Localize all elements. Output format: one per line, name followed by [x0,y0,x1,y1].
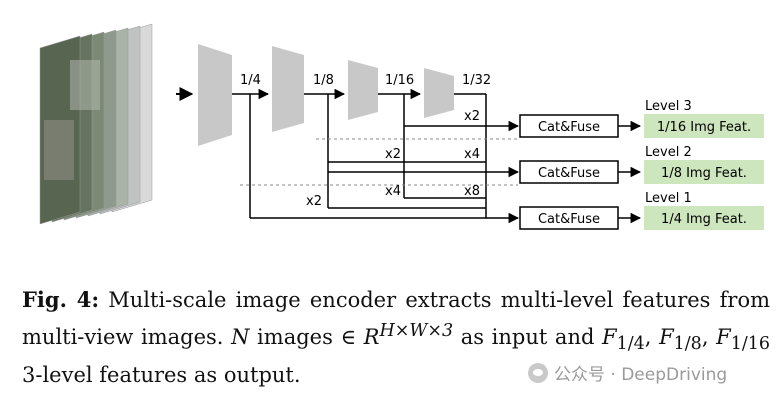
svg-text:Cat&Fuse: Cat&Fuse [538,120,600,135]
svg-text:1/8 Img Feat.: 1/8 Img Feat. [661,166,747,181]
feature-box-level2: 1/8 Img Feat. [644,160,764,184]
figure-caption: Fig. 4: Multi-scale image encoder extrac… [22,287,771,388]
scale-label-1-32: 1/32 [462,73,491,88]
feature-box-level3: 1/16 Img Feat. [644,114,764,138]
scale-label-1-4: 1/4 [240,73,261,88]
encoder-block-4 [424,68,454,118]
svg-text:Cat&Fuse: Cat&Fuse [538,212,600,227]
scale-label-1-16: 1/16 [385,73,414,88]
encoder-block-2 [272,46,304,132]
level-name-2: Level 2 [645,145,692,160]
encoder-diagram: 1/4 1/8 1/16 1/32 x2 x2 x4 x2 x4 x8 [39,23,764,230]
level-name-3: Level 3 [645,99,692,114]
feature-box-level1: 1/4 Img Feat. [644,206,764,230]
scale-label-1-8: 1/8 [313,73,334,88]
cat-fuse-box-level2: Cat&Fuse [519,160,619,184]
svg-text:Cat&Fuse: Cat&Fuse [538,166,600,181]
figure-label: Fig. 4: [22,287,100,312]
upsample-label-l1-x2: x2 [306,194,322,209]
upsample-label-l2-x2: x2 [385,147,401,162]
encoder-block-3 [348,60,378,120]
watermark: 公众号 · DeepDriving [528,360,727,385]
upsample-label-l1-x4: x4 [385,184,401,199]
watermark-text: 公众号 · DeepDriving [554,365,728,385]
wechat-icon [528,362,548,383]
svg-text:1/16 Img Feat.: 1/16 Img Feat. [657,120,751,135]
upsample-label-l3-x2: x2 [464,109,480,124]
multi-view-image-stack [39,23,153,225]
level-name-1: Level 1 [645,191,692,206]
cat-fuse-box-level1: Cat&Fuse [519,206,619,230]
cat-fuse-box-level3: Cat&Fuse [519,114,619,138]
svg-text:1/4 Img Feat.: 1/4 Img Feat. [661,212,747,227]
upsample-label-l1-x8: x8 [464,184,480,199]
upsample-label-l2-x4: x4 [464,147,480,162]
encoder-block-1 [198,44,232,146]
